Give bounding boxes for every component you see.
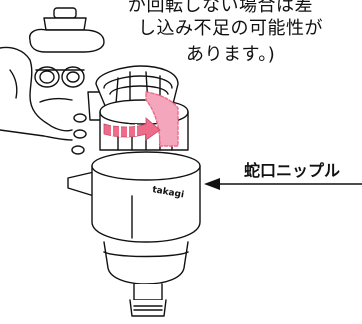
note-line-3: あります。) [186,44,276,65]
connector-body [67,151,201,285]
note-line-2: し込み不足の可能性が [138,18,323,39]
callout-label: 蛇口ニップル [244,161,341,180]
bottom-fitting [129,283,167,317]
rotation-highlight [145,91,179,147]
faucet-handle [29,7,105,88]
left-arrow-icon [204,178,362,190]
curved-arrow-icon [103,117,161,141]
note-line-1: が回転しない場合は差 [128,0,313,16]
hand [0,46,73,141]
